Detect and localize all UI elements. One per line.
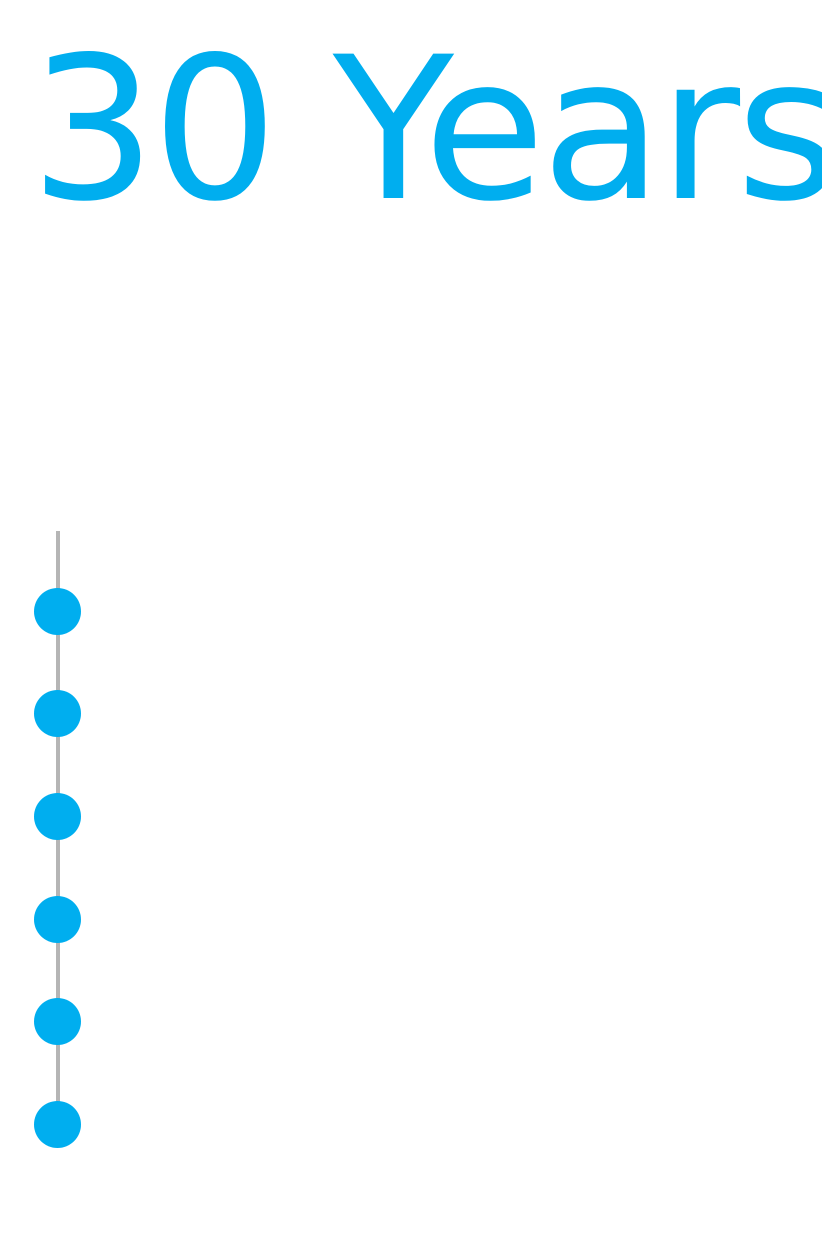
timeline-dot-5[interactable] <box>34 998 81 1045</box>
timeline-dot-6[interactable] <box>34 1101 81 1148</box>
timeline-dot-2[interactable] <box>34 690 81 737</box>
timeline-dot-4[interactable] <box>34 896 81 943</box>
timeline-dot-1[interactable] <box>34 588 81 635</box>
hero-title: 30 Years <box>30 14 822 245</box>
timeline-nav <box>34 531 82 1151</box>
timeline-dot-3[interactable] <box>34 793 81 840</box>
